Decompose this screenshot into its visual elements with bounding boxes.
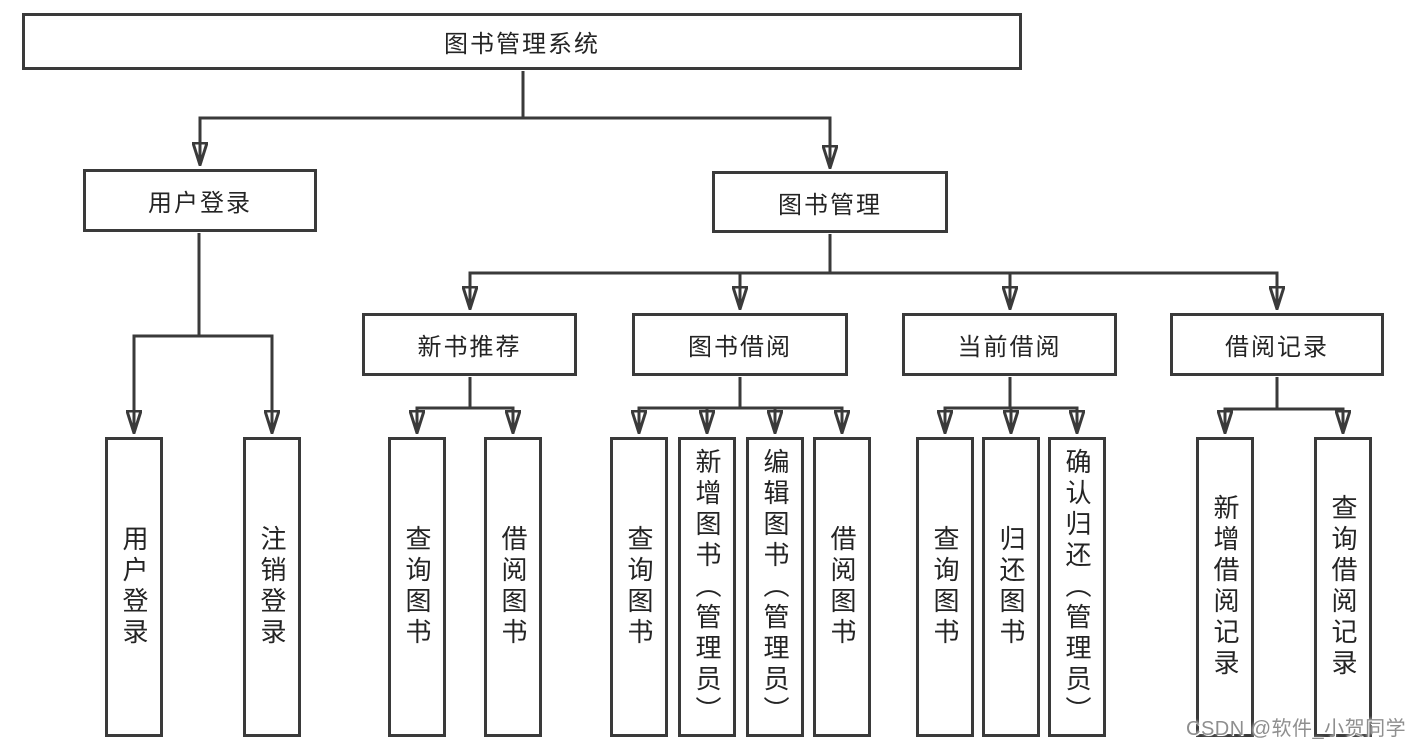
node-root: 图书管理系统 — [22, 13, 1022, 70]
connectors-borrowing-records — [1225, 377, 1343, 433]
node-label: 新书推荐 — [417, 334, 522, 361]
leaf-user-login: 用户登录 — [105, 437, 163, 737]
node-label: 当前借阅 — [957, 334, 1062, 361]
node-label: 用户登录 — [148, 190, 252, 217]
leaf-label: 用户登录 — [119, 525, 149, 649]
leaf-label: 新增图书（管理员） — [692, 447, 722, 727]
leaf-return-books: 归还图书 — [982, 437, 1040, 737]
node-label: 借阅记录 — [1225, 334, 1329, 361]
leaf-label: 确认归还（管理员） — [1062, 447, 1092, 727]
node-label: 图书借阅 — [688, 334, 792, 361]
leaf-label: 新增借阅记录 — [1210, 494, 1240, 680]
leaf-label: 注销登录 — [257, 525, 287, 649]
leaf-logout: 注销登录 — [243, 437, 301, 737]
node-book-borrowing: 图书借阅 — [632, 313, 848, 376]
leaf-borrow-books-2: 借阅图书 — [813, 437, 871, 737]
leaf-edit-book-admin: 编辑图书（管理员） — [746, 437, 804, 737]
leaf-query-books-1: 查询图书 — [388, 437, 446, 737]
leaf-label: 查询图书 — [402, 525, 432, 649]
connectors-new-book-recommendation — [417, 377, 513, 433]
leaf-borrow-books-1: 借阅图书 — [484, 437, 542, 737]
connectors-current-borrowing — [945, 377, 1077, 433]
watermark: CSDN @软件_小贺同学 — [1186, 718, 1405, 740]
leaf-query-books-2: 查询图书 — [610, 437, 668, 737]
leaf-add-book-admin: 新增图书（管理员） — [678, 437, 736, 737]
leaf-label: 归还图书 — [996, 525, 1026, 649]
leaf-query-borrow-record: 查询借阅记录 — [1314, 437, 1372, 737]
leaf-confirm-return-admin: 确认归还（管理员） — [1048, 437, 1106, 737]
leaf-add-borrow-record: 新增借阅记录 — [1196, 437, 1254, 737]
node-book-management: 图书管理 — [712, 171, 948, 233]
leaf-label: 借阅图书 — [827, 525, 857, 649]
node-borrowing-records: 借阅记录 — [1170, 313, 1384, 376]
node-new-book-recommendation: 新书推荐 — [362, 313, 577, 376]
node-current-borrowing: 当前借阅 — [902, 313, 1117, 376]
connectors-root — [200, 71, 830, 168]
node-label: 图书管理系统 — [444, 31, 600, 58]
leaf-label: 查询图书 — [624, 525, 654, 649]
leaf-label: 编辑图书（管理员） — [760, 447, 790, 727]
leaf-label: 查询图书 — [930, 525, 960, 649]
leaf-label: 借阅图书 — [498, 525, 528, 649]
node-user-login: 用户登录 — [83, 169, 317, 232]
node-label: 图书管理 — [778, 191, 882, 219]
leaf-label: 查询借阅记录 — [1328, 494, 1358, 680]
connectors-book-borrowing — [639, 377, 842, 433]
connectors-user-login — [134, 233, 272, 433]
leaf-query-books-3: 查询图书 — [916, 437, 974, 737]
connectors-book-management — [470, 234, 1277, 309]
